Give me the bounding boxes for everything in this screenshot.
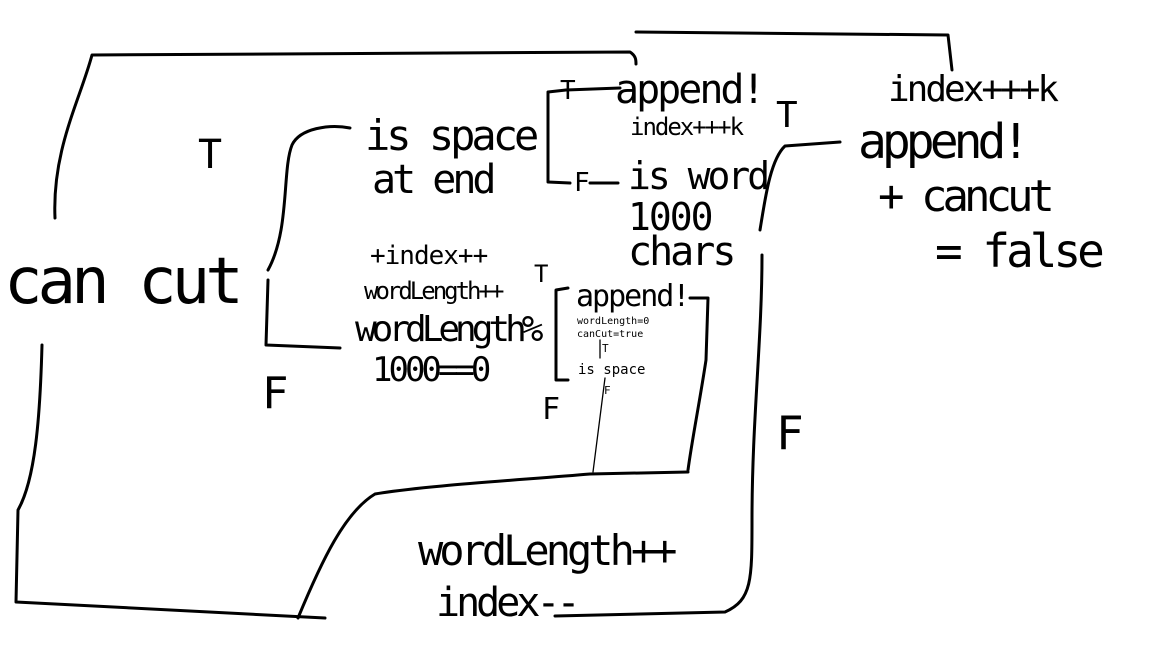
node-append-top-line2: index+++k [630, 113, 744, 141]
label-inner-false: F [604, 384, 611, 397]
label-top-false: F [574, 168, 590, 198]
node-index-line4: 1000==0 [372, 350, 491, 390]
node-right-line2: append! [858, 114, 1030, 170]
node-right-line3: + cancut [878, 171, 1055, 222]
node-right-line4: = false [935, 224, 1105, 278]
connector-bottom-loop [296, 470, 690, 620]
node-is-word-line3: chars [628, 229, 736, 275]
label-right-false: F [776, 406, 804, 460]
node-can-cut: can cut [4, 245, 244, 319]
node-index-line1: +index++ [370, 241, 488, 271]
node-append-inner: append! [576, 279, 690, 314]
connector-inner-2 [592, 377, 606, 473]
connector-top-right [634, 30, 954, 72]
connector-cancut-to-isspace [266, 125, 352, 272]
node-index-line3: wordLength% [355, 309, 543, 350]
connector-cancut-bottom [14, 343, 327, 620]
connector-isword-to-append [758, 140, 842, 232]
node-is-space-line1: is space [365, 111, 539, 160]
node-inner-reset-2: canCut=true [577, 329, 644, 340]
node-is-word-line1: is word [628, 154, 770, 198]
label-right-true: T [776, 95, 798, 136]
label-mid-true: T [534, 260, 548, 288]
label-left-true: T [198, 132, 222, 178]
node-is-word-line2: 1000 [628, 195, 714, 239]
label-inner-true: T [602, 342, 609, 355]
label-mid-false: F [542, 392, 560, 427]
node-inner-reset-1: wordLength=0 [577, 316, 650, 327]
connector-right-return [553, 253, 764, 618]
node-right-line1: index+++k [888, 69, 1059, 110]
label-top-true: T [560, 76, 576, 106]
node-index-line2: wordLength++ [364, 277, 504, 305]
connector-mid-bracket [554, 286, 570, 382]
label-left-false: F [262, 368, 288, 419]
connector-isspace-bracket [546, 88, 572, 185]
connector-mid-right [686, 296, 710, 472]
node-append-top-line1: append! [615, 67, 766, 113]
node-bottom-line1: wordLength++ [418, 526, 677, 575]
connector-outer-top [53, 50, 638, 220]
connector-cancut-to-index [264, 278, 342, 350]
connector-top-true [564, 86, 622, 92]
node-is-space-line2: at end [372, 157, 496, 203]
node-inner-is-space: is space [578, 362, 646, 378]
node-bottom-line2: index-- [436, 580, 581, 626]
